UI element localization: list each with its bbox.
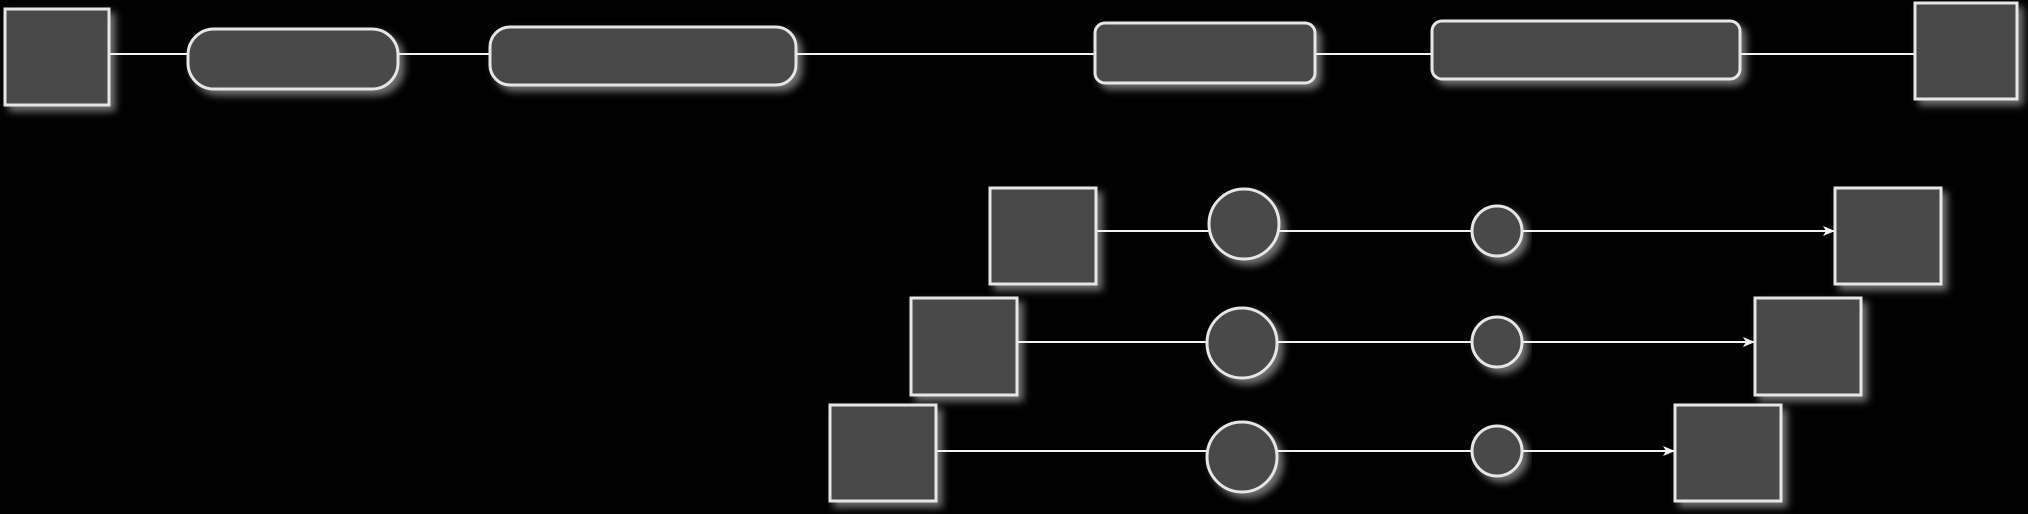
top-start-node xyxy=(3,7,111,107)
edges-layer xyxy=(109,53,1915,456)
chain-1-large-circle-node xyxy=(1207,187,1281,261)
chain-1-small-circle-node xyxy=(1470,204,1524,258)
top-end-node xyxy=(1913,1,2019,101)
chain-1-source-node xyxy=(988,186,1098,286)
chain-3-large-circle-node xyxy=(1205,420,1279,494)
top-pill-2-node xyxy=(488,25,798,87)
nodes-layer xyxy=(3,1,2019,503)
top-block-3-node xyxy=(1093,21,1317,85)
top-block-4-node xyxy=(1430,19,1742,81)
chain-3-small-circle-node xyxy=(1470,424,1524,478)
chain-1-target-node xyxy=(1833,186,1943,286)
chain-3-source-node xyxy=(828,403,938,503)
chain-2-small-circle-node xyxy=(1470,315,1524,369)
chain-2-large-circle-node xyxy=(1205,306,1279,380)
chain-3-target-node xyxy=(1673,403,1783,503)
top-pill-1-node xyxy=(186,27,400,91)
chain-2-target-node xyxy=(1753,296,1863,397)
chain-2-source-node xyxy=(909,296,1019,397)
